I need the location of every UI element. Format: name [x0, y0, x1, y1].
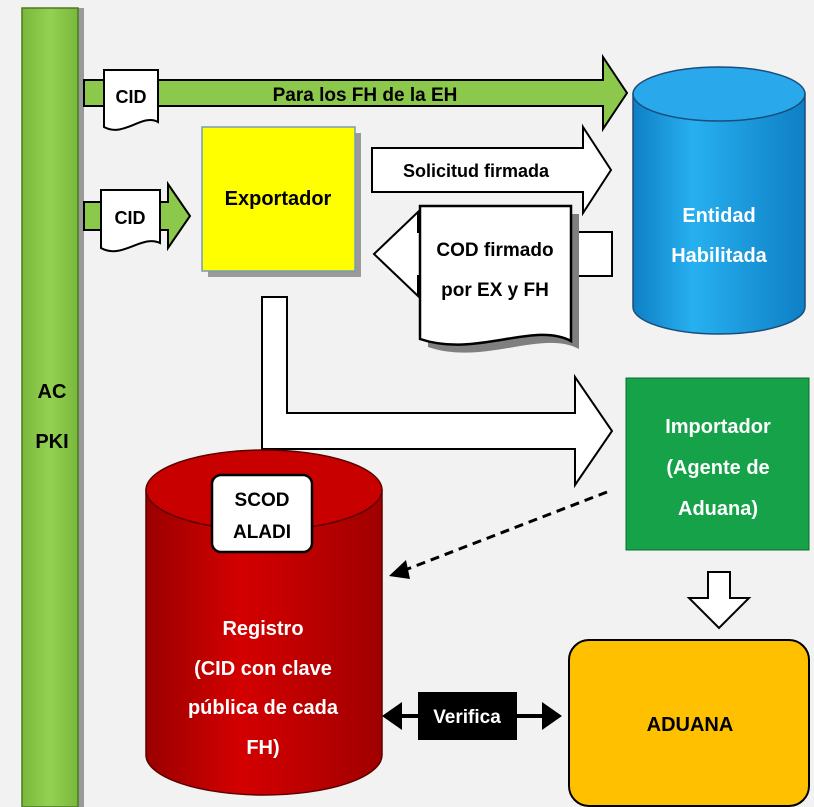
solicitud-label: Solicitud firmada [403, 161, 550, 181]
arrow-importador-to-aduana [686, 571, 752, 630]
cod-label-2: por EX y FH [441, 280, 549, 301]
ac-pki-label-1: AC [38, 381, 67, 403]
exportador-box: Exportador [201, 126, 361, 277]
entidad-habilitada-cylinder: Entidad Habilitada [632, 66, 806, 335]
importador-label-1: Importador [665, 416, 771, 438]
verifica-double-arrow: Verifica [382, 692, 562, 740]
cid-document-top: CID [103, 69, 159, 131]
importador-label-2: (Agente de [666, 457, 769, 479]
aduana-box: ADUANA [568, 639, 810, 807]
verifica-label: Verifica [433, 707, 501, 728]
registro-label-2: (CID con clave [194, 658, 332, 680]
arrow-para-los-fh-label: Para los FH de la EH [273, 85, 458, 106]
registro-label-1: Registro [222, 618, 303, 640]
registro-label-4: FH) [246, 737, 279, 759]
cid-mid-label: CID [115, 208, 146, 228]
cid-document-mid: CID [100, 189, 161, 253]
ac-pki-label-2: PKI [35, 431, 68, 453]
arrow-solicitud-firmada: Solicitud firmada [371, 123, 613, 217]
registro-cylinder: Registro (CID con clave pública de cada … [145, 449, 383, 796]
registro-label-3: pública de cada [188, 697, 339, 719]
ac-pki-bar: AC PKI [21, 7, 84, 807]
entidad-label-1: Entidad [682, 205, 755, 227]
exportador-label: Exportador [225, 188, 332, 210]
arrow-para-los-fh: Para los FH de la EH [83, 53, 629, 133]
arrow-exportador-to-importador [261, 296, 614, 489]
scod-aladi-box: SCOD ALADI [210, 473, 314, 554]
importador-label-3: Aduana) [678, 498, 758, 520]
cid-top-label: CID [116, 87, 147, 107]
dashed-arrow-importador-to-registro [389, 490, 608, 579]
entidad-label-2: Habilitada [671, 245, 767, 267]
importador-box: Importador (Agente de Aduana) [625, 377, 810, 551]
aduana-label: ADUANA [647, 714, 734, 736]
cod-label-1: COD firmado [436, 240, 553, 261]
scod-label-2: ALADI [233, 522, 291, 543]
cod-document: COD firmado por EX y FH [418, 204, 579, 353]
scod-label-1: SCOD [235, 490, 290, 511]
